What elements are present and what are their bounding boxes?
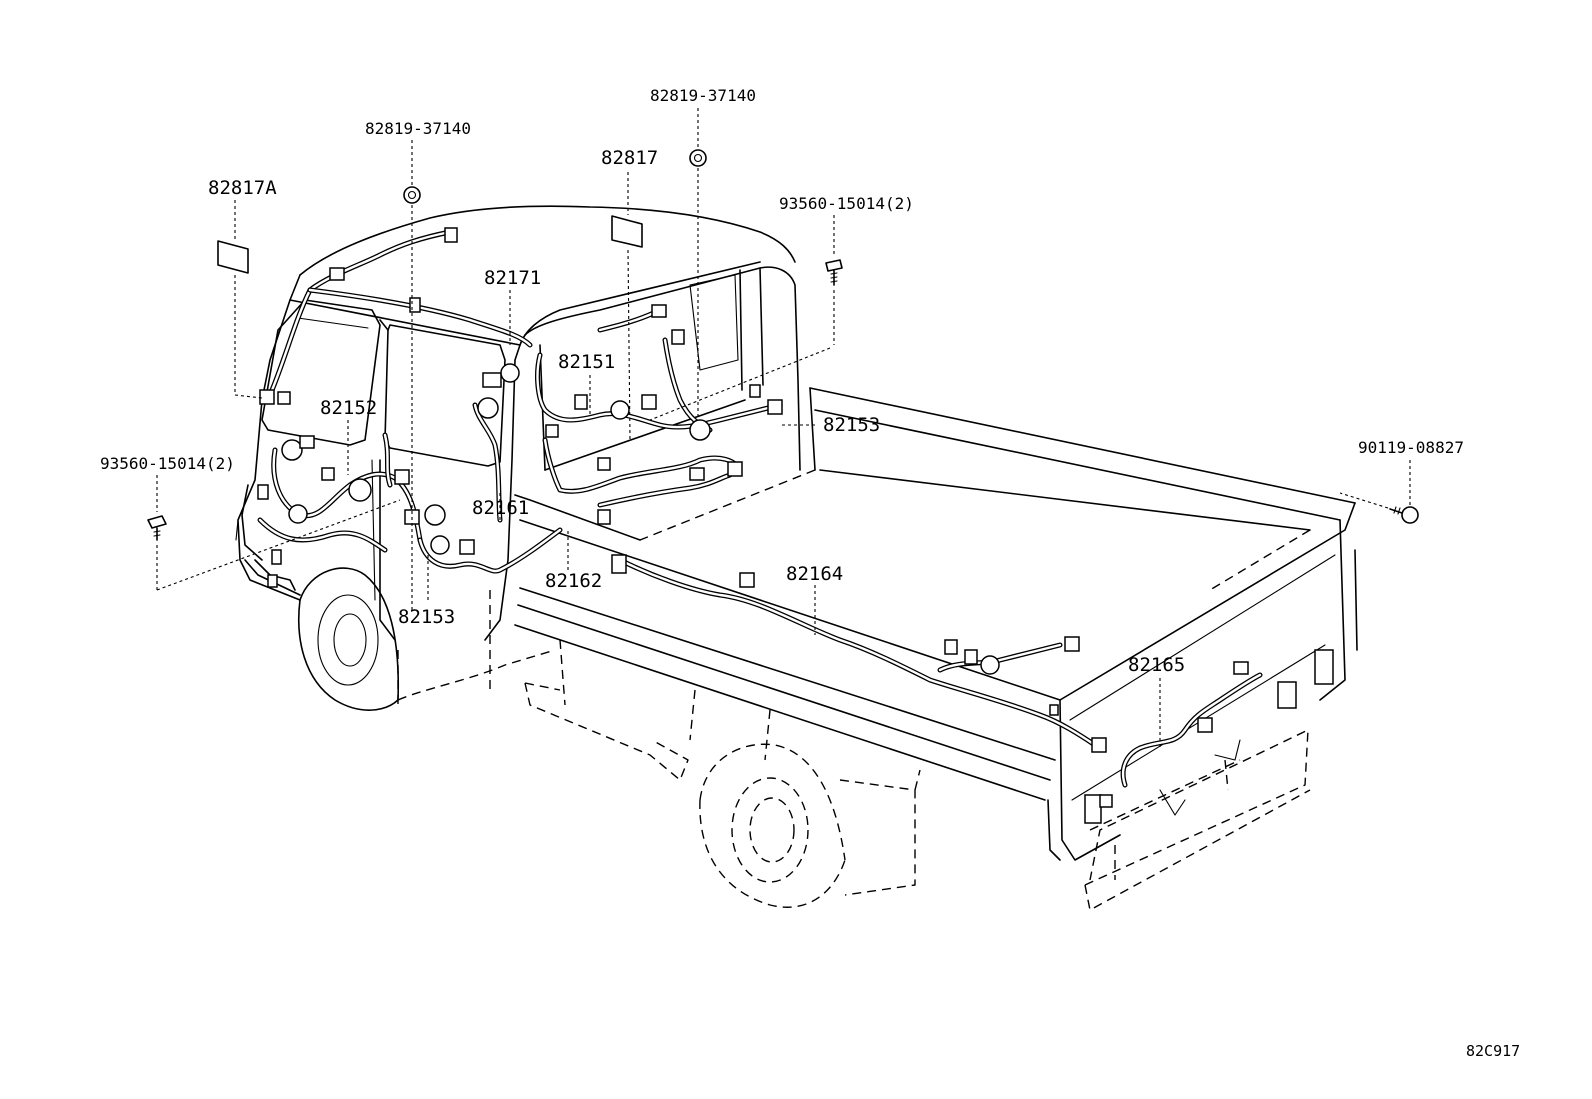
- part-label-82817A: 82817A: [208, 177, 277, 199]
- leader-lines: [156, 108, 1411, 748]
- grommet-icon: [689, 149, 707, 167]
- part-label-82819-37140-left: 82819-37140: [365, 119, 471, 138]
- wiring-harnesses: [257, 227, 1263, 808]
- label-plate-82817: [611, 215, 643, 248]
- cargo-bed: [514, 387, 1358, 861]
- part-label-82153-left: 82153: [398, 606, 455, 628]
- diagram-reference-code: 82C917: [1466, 1042, 1520, 1060]
- chassis-and-rear-wheel: [524, 639, 1311, 911]
- part-label-82817: 82817: [601, 147, 658, 169]
- part-label-93560-15014-left: 93560-15014(2): [100, 454, 235, 473]
- grommet-icon: [403, 186, 421, 204]
- part-label-82162: 82162: [545, 570, 602, 592]
- part-label-82819-37140-right: 82819-37140: [650, 86, 756, 105]
- part-number-labels: 82817A 82819-37140 82817 82819-37140 935…: [100, 86, 1520, 1060]
- part-label-90119-08827: 90119-08827: [1358, 438, 1464, 457]
- part-label-82151: 82151: [558, 351, 615, 373]
- bolt-icon: [825, 259, 843, 286]
- front-wheel: [297, 567, 556, 711]
- bolt-icon: [147, 515, 167, 541]
- part-label-93560-15014-right: 93560-15014(2): [779, 194, 914, 213]
- part-label-82152: 82152: [320, 397, 377, 419]
- label-plate-82817A: [217, 240, 249, 274]
- part-label-82161: 82161: [472, 497, 529, 519]
- part-label-82165: 82165: [1128, 654, 1185, 676]
- hardware-parts: [147, 149, 1419, 541]
- part-label-82171: 82171: [484, 267, 541, 289]
- harness-82152: [271, 447, 423, 543]
- bolt-icon: [1389, 506, 1419, 524]
- part-label-82153-right: 82153: [823, 414, 880, 436]
- part-label-82164: 82164: [786, 563, 843, 585]
- harness-82165: [1120, 672, 1263, 788]
